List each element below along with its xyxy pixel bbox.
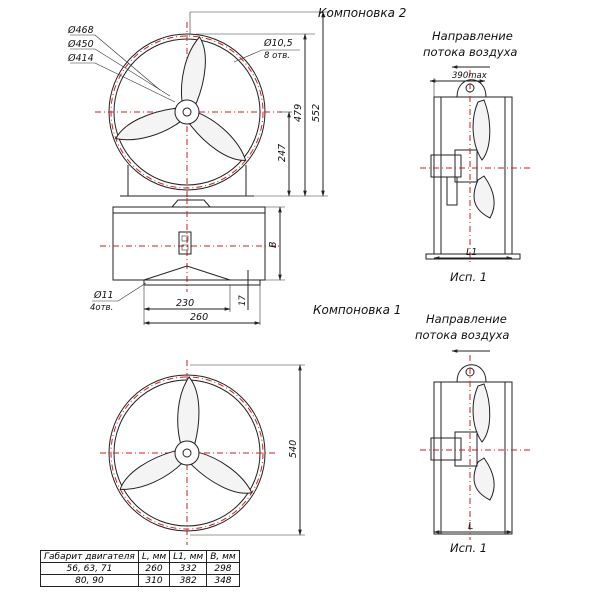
side-housing-1 [433, 381, 513, 535]
bolt-hole-diameter: Ø10,5 [263, 38, 293, 49]
table-cell: 382 [169, 574, 208, 587]
layout1-airflow-line1: Направление [426, 312, 507, 326]
layout1-front-view [100, 360, 305, 545]
impeller [108, 26, 268, 171]
dim-d414: Ø414 [67, 53, 94, 64]
dim-260: 260 [190, 312, 208, 323]
table-cell: 80, 90 [40, 574, 139, 587]
layout2-airflow-line2: потока воздуха [423, 45, 517, 59]
dim-247: 247 [277, 144, 288, 162]
dim-540: 540 [288, 440, 299, 458]
base-hole-diameter: Ø11 [93, 290, 114, 301]
dim-479: 479 [293, 104, 304, 122]
table-cell: 332 [169, 562, 208, 575]
dim-17: 17 [238, 295, 248, 306]
table-cell: 298 [206, 562, 240, 575]
table-header: L, мм [137, 550, 171, 563]
table-header: L1, мм [169, 550, 208, 563]
table-row: 56, 63, 71 260 332 298 [40, 562, 240, 575]
motor-size-table: Габарит двигателя L, мм L1, мм B, мм 56,… [40, 550, 240, 587]
layout1-side-caption: Исп. 1 [450, 541, 487, 555]
layout2-side-view [420, 65, 530, 265]
dim-552: 552 [311, 104, 322, 122]
table-cell: 348 [206, 574, 240, 587]
table-row: 80, 90 310 382 348 [40, 574, 240, 587]
layout2-side-caption: Исп. 1 [450, 270, 487, 284]
base-hole-count: 4отв. [90, 303, 113, 313]
table-header: B, мм [206, 550, 240, 563]
bolt-hole-count: 8 отв. [264, 51, 290, 61]
layout2-title: Компоновка 2 [318, 6, 406, 20]
dim-390max: 390max [452, 71, 488, 81]
dim-d468: Ø468 [67, 25, 94, 36]
dim-L: L [468, 521, 473, 532]
layout1-side-view [420, 349, 530, 540]
table-header: Габарит двигателя [40, 550, 139, 563]
table-cell: 260 [137, 562, 171, 575]
layout2-airflow-line1: Направление [432, 29, 513, 43]
layout2-base-view [92, 198, 285, 325]
dim-d450: Ø450 [67, 39, 94, 50]
dim-230: 230 [176, 298, 194, 309]
table-cell: 56, 63, 71 [40, 562, 139, 575]
base-body [112, 206, 266, 281]
dim-L1: L1 [466, 247, 477, 258]
table-cell: 310 [137, 574, 171, 587]
dim-B: B [268, 241, 279, 248]
table-header-row: Габарит двигателя L, мм L1, мм B, мм [40, 550, 240, 563]
layout1-title: Компоновка 1 [313, 303, 401, 317]
layout1-airflow-line2: потока воздуха [415, 328, 509, 342]
layout2-front-view [70, 11, 330, 198]
